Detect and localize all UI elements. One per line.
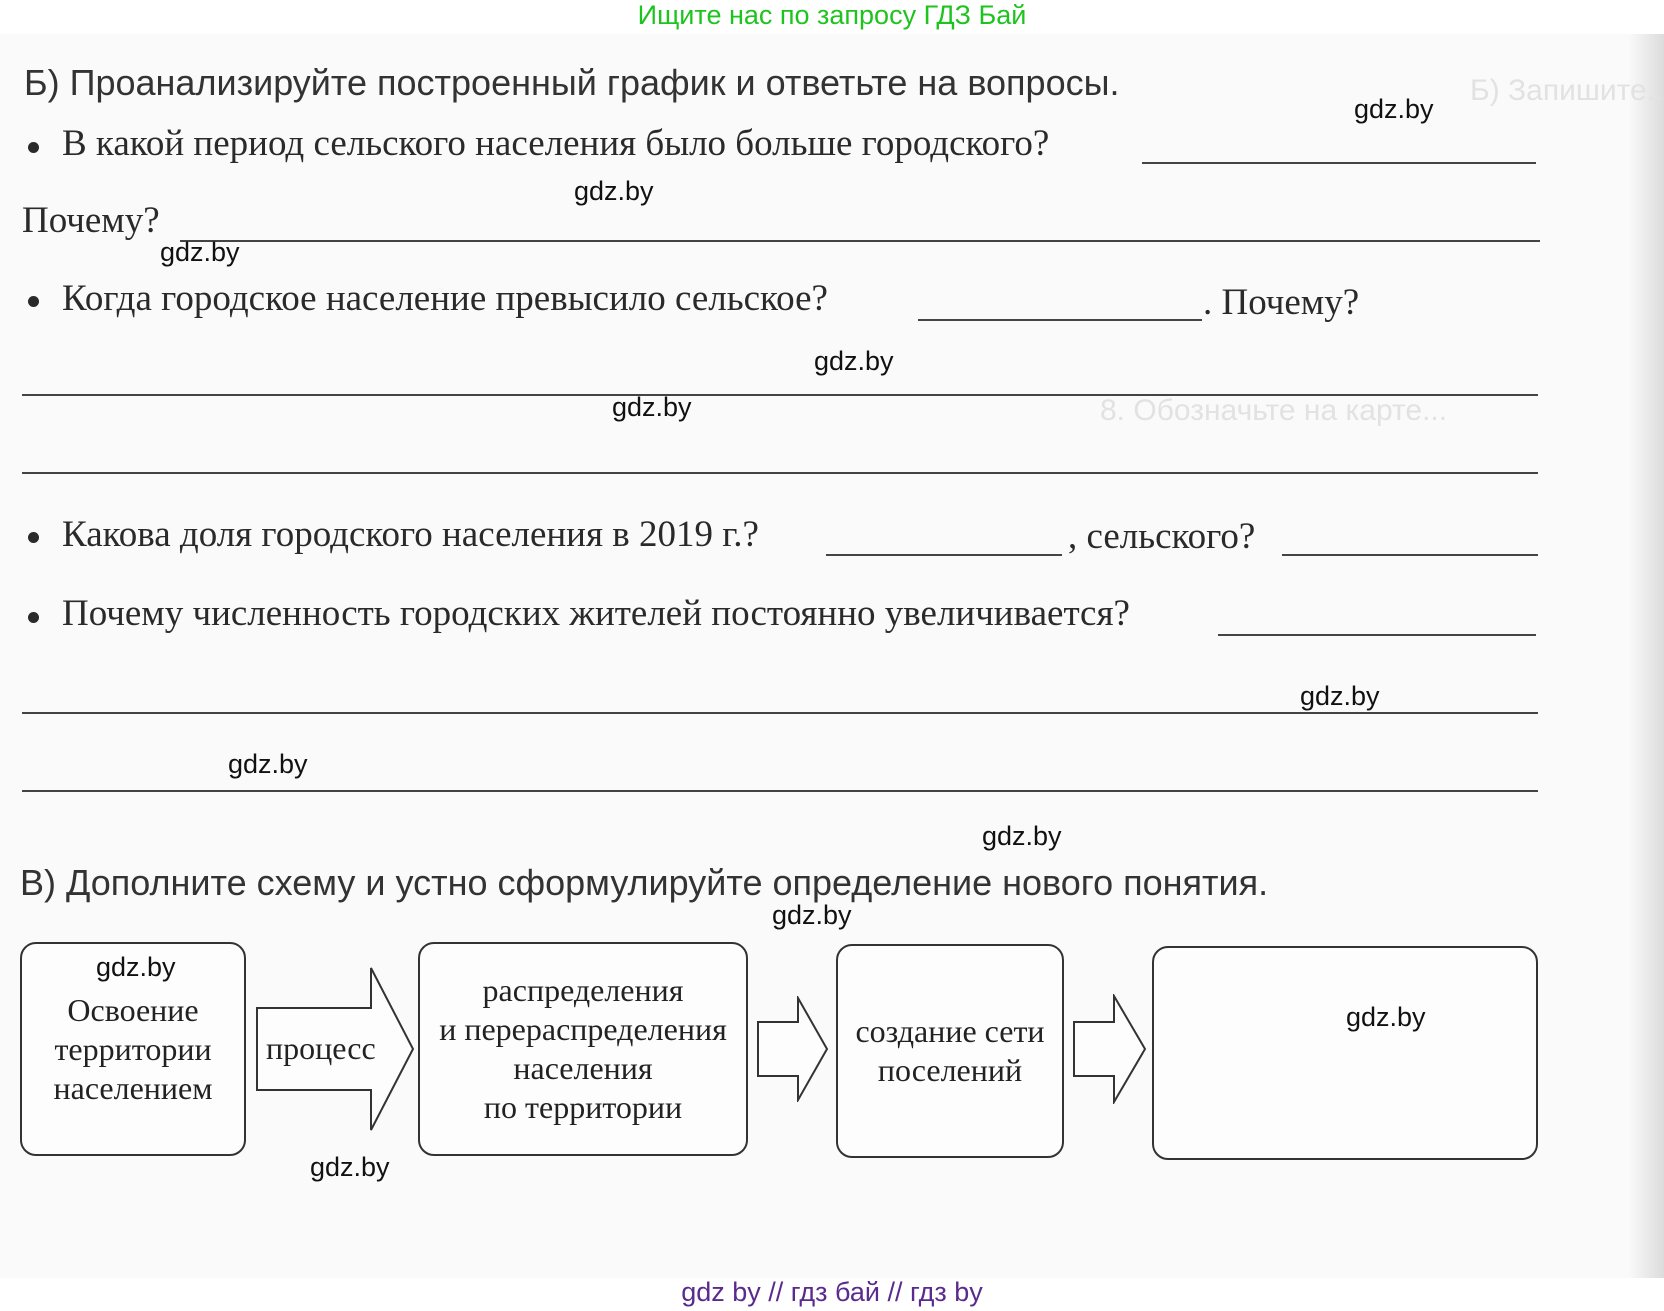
scheme-box-distribution: распределения и перераспределения населе…: [418, 942, 748, 1156]
answer-line[interactable]: [22, 472, 1538, 474]
watermark: gdz.by: [574, 176, 654, 206]
question-2: Когда городское население превысило сель…: [62, 278, 828, 319]
watermark: gdz.by: [160, 237, 240, 267]
answer-line[interactable]: [22, 790, 1538, 792]
bullet-icon: [28, 142, 39, 153]
watermark: gdz.by: [1354, 94, 1434, 124]
arrow-label: процесс: [266, 1030, 376, 1066]
watermark: gdz.by: [612, 392, 692, 422]
top-banner: Ищите нас по запросу ГДЗ Бай: [637, 0, 1027, 30]
answer-line[interactable]: [22, 712, 1538, 714]
arrow-right-icon: [757, 996, 829, 1102]
arrow-right-icon: [1073, 994, 1147, 1104]
bleed-through-text: 8. Обозначьте на карте...: [1100, 394, 1448, 427]
scheme-box-settlement-network: создание сети поселений: [836, 944, 1064, 1158]
arrow-right-icon: [256, 967, 415, 1131]
bullet-icon: [28, 532, 39, 543]
question-3-rural: , сельского?: [1068, 516, 1256, 557]
question-2-why: . Почему?: [1203, 282, 1360, 323]
scheme-box-text: Освоение территории населением: [53, 991, 213, 1106]
answer-line[interactable]: [1142, 162, 1536, 164]
question-1-why: Почему?: [22, 200, 160, 241]
answer-line[interactable]: [180, 240, 1540, 242]
watermark: gdz.by: [96, 952, 176, 982]
question-1: В какой период сельского населения было …: [62, 123, 1050, 164]
workbook-page: Б) Запишите... 8. Обозначьте на карте...…: [0, 34, 1664, 1278]
answer-line[interactable]: [1282, 554, 1538, 556]
bullet-icon: [28, 296, 39, 307]
watermark: gdz.by: [814, 346, 894, 376]
watermark: gdz.by: [228, 749, 308, 779]
section-b-heading: Б) Проанализируйте построенный график и …: [24, 62, 1120, 103]
scheme-box-territory: Освоение территории населением: [20, 942, 246, 1156]
scheme-box-answer[interactable]: [1152, 946, 1538, 1160]
watermark: gdz.by: [310, 1152, 390, 1182]
watermark: gdz.by: [772, 900, 852, 930]
question-4: Почему численность городских жителей пос…: [62, 593, 1130, 634]
watermark: gdz.by: [1346, 1002, 1426, 1032]
answer-line[interactable]: [22, 394, 1538, 396]
watermark: gdz.by: [982, 821, 1062, 851]
watermark: gdz.by: [1300, 681, 1380, 711]
page-edge-shadow: [1628, 34, 1664, 1278]
answer-line[interactable]: [918, 319, 1202, 321]
footer-links: gdz by // гдз бай // гдз by: [681, 1277, 983, 1307]
answer-line[interactable]: [1218, 634, 1536, 636]
bleed-through-text: Б) Запишите...: [1470, 74, 1664, 107]
question-3: Какова доля городского населения в 2019 …: [62, 514, 759, 555]
answer-line[interactable]: [826, 554, 1062, 556]
section-c-heading: В) Дополните схему и устно сформулируйте…: [20, 862, 1269, 903]
bullet-icon: [28, 612, 39, 623]
scheme-box-text: распределения и перераспределения населе…: [439, 972, 727, 1125]
scheme-box-text: создание сети поселений: [855, 1013, 1045, 1088]
